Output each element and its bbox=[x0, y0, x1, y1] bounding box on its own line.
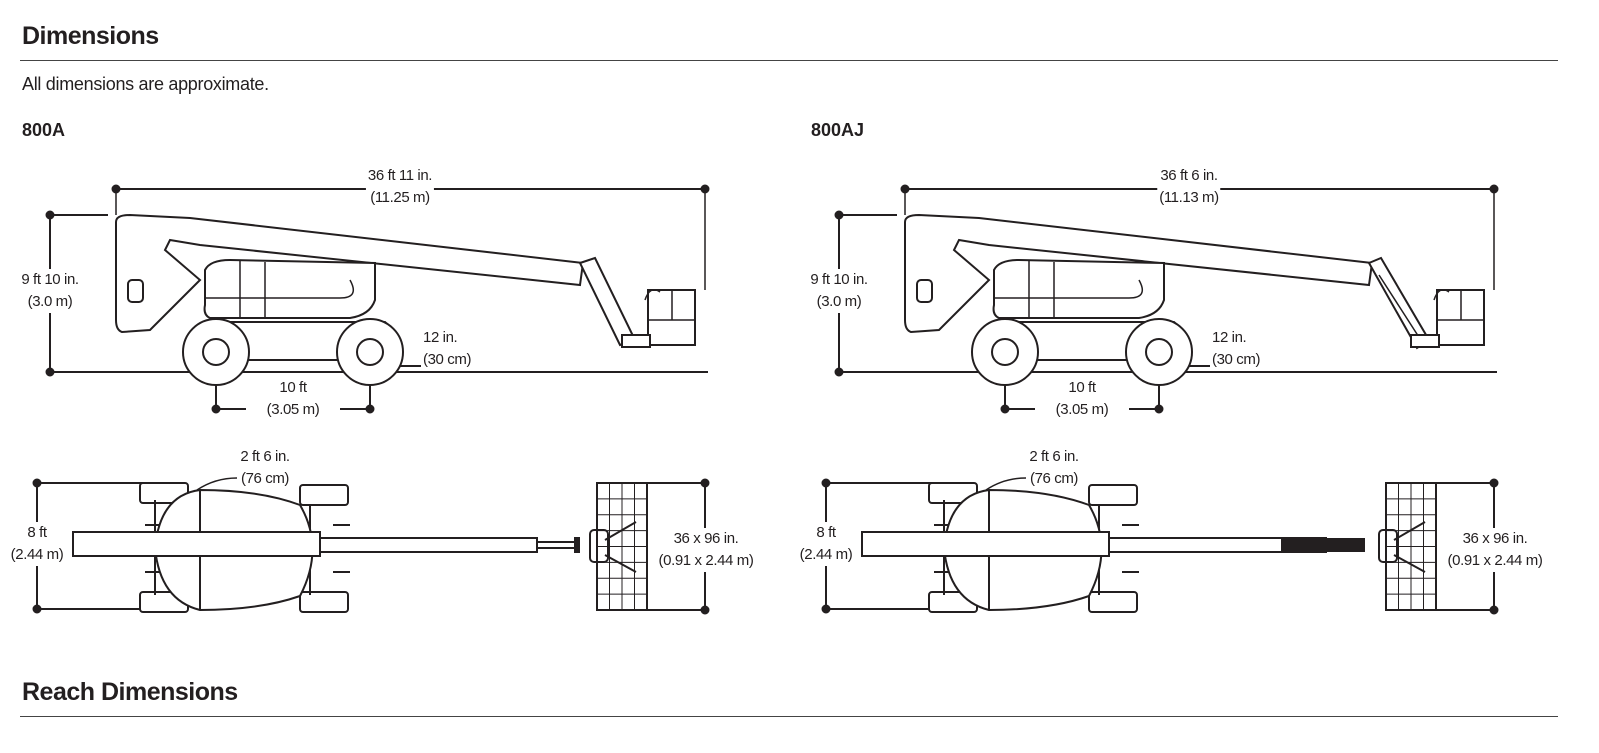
boom-and-riser bbox=[116, 215, 583, 332]
wheel bbox=[337, 319, 403, 385]
model-name: 800AJ bbox=[811, 120, 865, 140]
boom-tip-top-view bbox=[537, 542, 575, 548]
width-label: 8 ft(2.44 m) bbox=[797, 522, 855, 566]
wheel bbox=[183, 319, 249, 385]
tailswing-label: 2 ft 6 in.(76 cm) bbox=[1029, 448, 1079, 487]
wheelbase-label: 10 ft(3.05 m) bbox=[264, 377, 322, 421]
dimension-endpoint bbox=[823, 606, 830, 613]
fly-boom-top-view bbox=[320, 538, 537, 552]
dimension-endpoint bbox=[1002, 406, 1009, 413]
dimension-endpoint bbox=[823, 480, 830, 487]
boom-and-riser bbox=[905, 215, 1372, 332]
rotator bbox=[622, 335, 650, 347]
tailswing-label: 2 ft 6 in.(76 cm) bbox=[240, 448, 290, 487]
wheel-top-view bbox=[300, 592, 348, 612]
platform-size-label: 36 x 96 in.(0.91 x 2.44 m) bbox=[1445, 528, 1545, 572]
rotator-top-view bbox=[575, 538, 579, 552]
wheelbase-label: 10 ft(3.05 m) bbox=[1053, 377, 1111, 421]
model-800a-panel: 800A 36 ft 11 in.(11.25 m) 9 ft 10 in.(3… bbox=[0, 0, 790, 753]
main-boom-top-view bbox=[862, 532, 1109, 556]
dimension-endpoint bbox=[213, 406, 220, 413]
turntable-panel-lines bbox=[205, 260, 353, 318]
wheel-top-view bbox=[1089, 592, 1137, 612]
divider bbox=[20, 60, 1558, 61]
wheel bbox=[1126, 319, 1192, 385]
divider bbox=[20, 716, 1558, 717]
dimension-endpoint bbox=[34, 480, 41, 487]
wheel-top-view bbox=[300, 485, 348, 505]
dimension-endpoint bbox=[702, 607, 709, 614]
dimension-endpoint bbox=[1491, 607, 1498, 614]
wheel-top-view bbox=[1089, 485, 1137, 505]
overall-length-label: 36 ft 6 in.(11.13 m) bbox=[1157, 165, 1221, 209]
wheel bbox=[972, 319, 1038, 385]
platform-braces bbox=[605, 522, 636, 572]
boom-fly-section bbox=[580, 258, 635, 345]
dimension-endpoint bbox=[367, 406, 374, 413]
machine-drawing bbox=[789, 0, 1579, 753]
overall-length-label: 36 ft 11 in.(11.25 m) bbox=[365, 165, 435, 209]
width-label: 8 ft(2.44 m) bbox=[8, 522, 66, 566]
hub bbox=[203, 339, 229, 365]
counterweight-handle bbox=[917, 280, 932, 302]
turntable bbox=[994, 260, 1164, 318]
jib-top-view bbox=[1282, 539, 1364, 551]
dimension-endpoint bbox=[47, 212, 54, 219]
turntable-panel-lines bbox=[994, 260, 1142, 318]
machine-drawing bbox=[0, 0, 790, 753]
hub bbox=[1146, 339, 1172, 365]
platform-braces bbox=[1394, 522, 1425, 572]
main-boom-top-view bbox=[73, 532, 320, 556]
approximate-note: All dimensions are approximate. bbox=[22, 74, 269, 94]
dimension-endpoint bbox=[1491, 480, 1498, 487]
rotator bbox=[1411, 335, 1439, 347]
tailswing-leader bbox=[197, 478, 237, 490]
model-name: 800A bbox=[22, 120, 66, 140]
dimension-endpoint bbox=[702, 480, 709, 487]
section-title: Dimensions bbox=[22, 22, 159, 50]
stowed-height-label: 9 ft 10 in.(3.0 m) bbox=[19, 269, 81, 313]
counterweight-handle bbox=[128, 280, 143, 302]
tailswing-leader bbox=[986, 478, 1026, 490]
dimension-endpoint bbox=[1156, 406, 1163, 413]
platform-rails bbox=[645, 290, 695, 320]
reach-dimensions-title: Reach Dimensions bbox=[22, 678, 238, 706]
platform-rails bbox=[1434, 290, 1484, 320]
stowed-height-label: 9 ft 10 in.(3.0 m) bbox=[808, 269, 870, 313]
hub bbox=[992, 339, 1018, 365]
turntable bbox=[205, 260, 375, 318]
dimension-endpoint bbox=[34, 606, 41, 613]
hub bbox=[357, 339, 383, 365]
jib-cylinder bbox=[1379, 275, 1424, 345]
model-800aj-panel: 800AJ 36 ft 6 in.(11.13 m) 9 ft 10 in.(3… bbox=[789, 0, 1579, 753]
ground-clearance-label: 12 in.(30 cm) bbox=[1210, 327, 1263, 371]
dimension-endpoint bbox=[836, 212, 843, 219]
platform-size-label: 36 x 96 in.(0.91 x 2.44 m) bbox=[656, 528, 756, 572]
ground-clearance-label: 12 in.(30 cm) bbox=[421, 327, 474, 371]
